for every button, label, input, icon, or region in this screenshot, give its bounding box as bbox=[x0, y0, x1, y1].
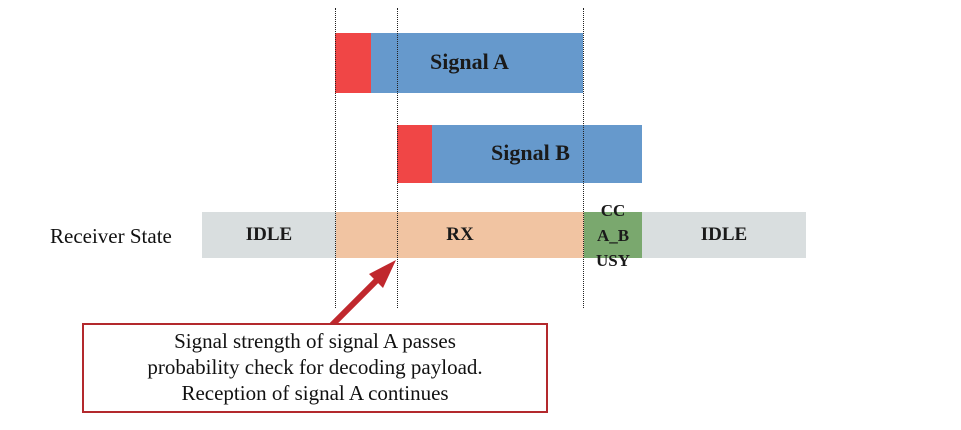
timing-line-signal-a-end bbox=[583, 8, 584, 308]
idle-state-left bbox=[202, 212, 336, 258]
idle-state-left-label: IDLE bbox=[245, 224, 293, 245]
signal-a-label: Signal A bbox=[430, 49, 509, 74]
rx-state bbox=[336, 212, 584, 258]
annotation-box: Signal strength of signal A passes proba… bbox=[82, 323, 548, 413]
cca-busy-state bbox=[584, 212, 642, 258]
cca-busy-label-line-1: CC bbox=[600, 201, 626, 220]
signal-b-preamble bbox=[397, 125, 432, 183]
annotation-line-2: probability check for decoding payload. bbox=[147, 355, 483, 379]
idle-state-right-label: IDLE bbox=[700, 224, 748, 245]
rx-state-label: RX bbox=[446, 224, 474, 245]
timing-line-signal-a-start bbox=[335, 8, 336, 308]
cca-busy-label-line-2: A_B bbox=[596, 226, 630, 245]
signal-b-bar bbox=[397, 125, 642, 183]
signal-a-preamble bbox=[335, 33, 371, 93]
signal-a-bar bbox=[335, 33, 583, 93]
cca-busy-label-line-3: USY bbox=[595, 251, 630, 270]
annotation-line-1: Signal strength of signal A passes bbox=[174, 329, 456, 353]
timing-line-signal-b-start bbox=[397, 8, 398, 308]
receiver-state-label: Receiver State bbox=[50, 224, 172, 248]
cca-busy-state-label: CC A_B USY bbox=[584, 198, 642, 273]
idle-state-right bbox=[642, 212, 806, 258]
signal-b-label: Signal B bbox=[491, 140, 570, 165]
annotation-line-3: Reception of signal A continues bbox=[181, 381, 449, 405]
